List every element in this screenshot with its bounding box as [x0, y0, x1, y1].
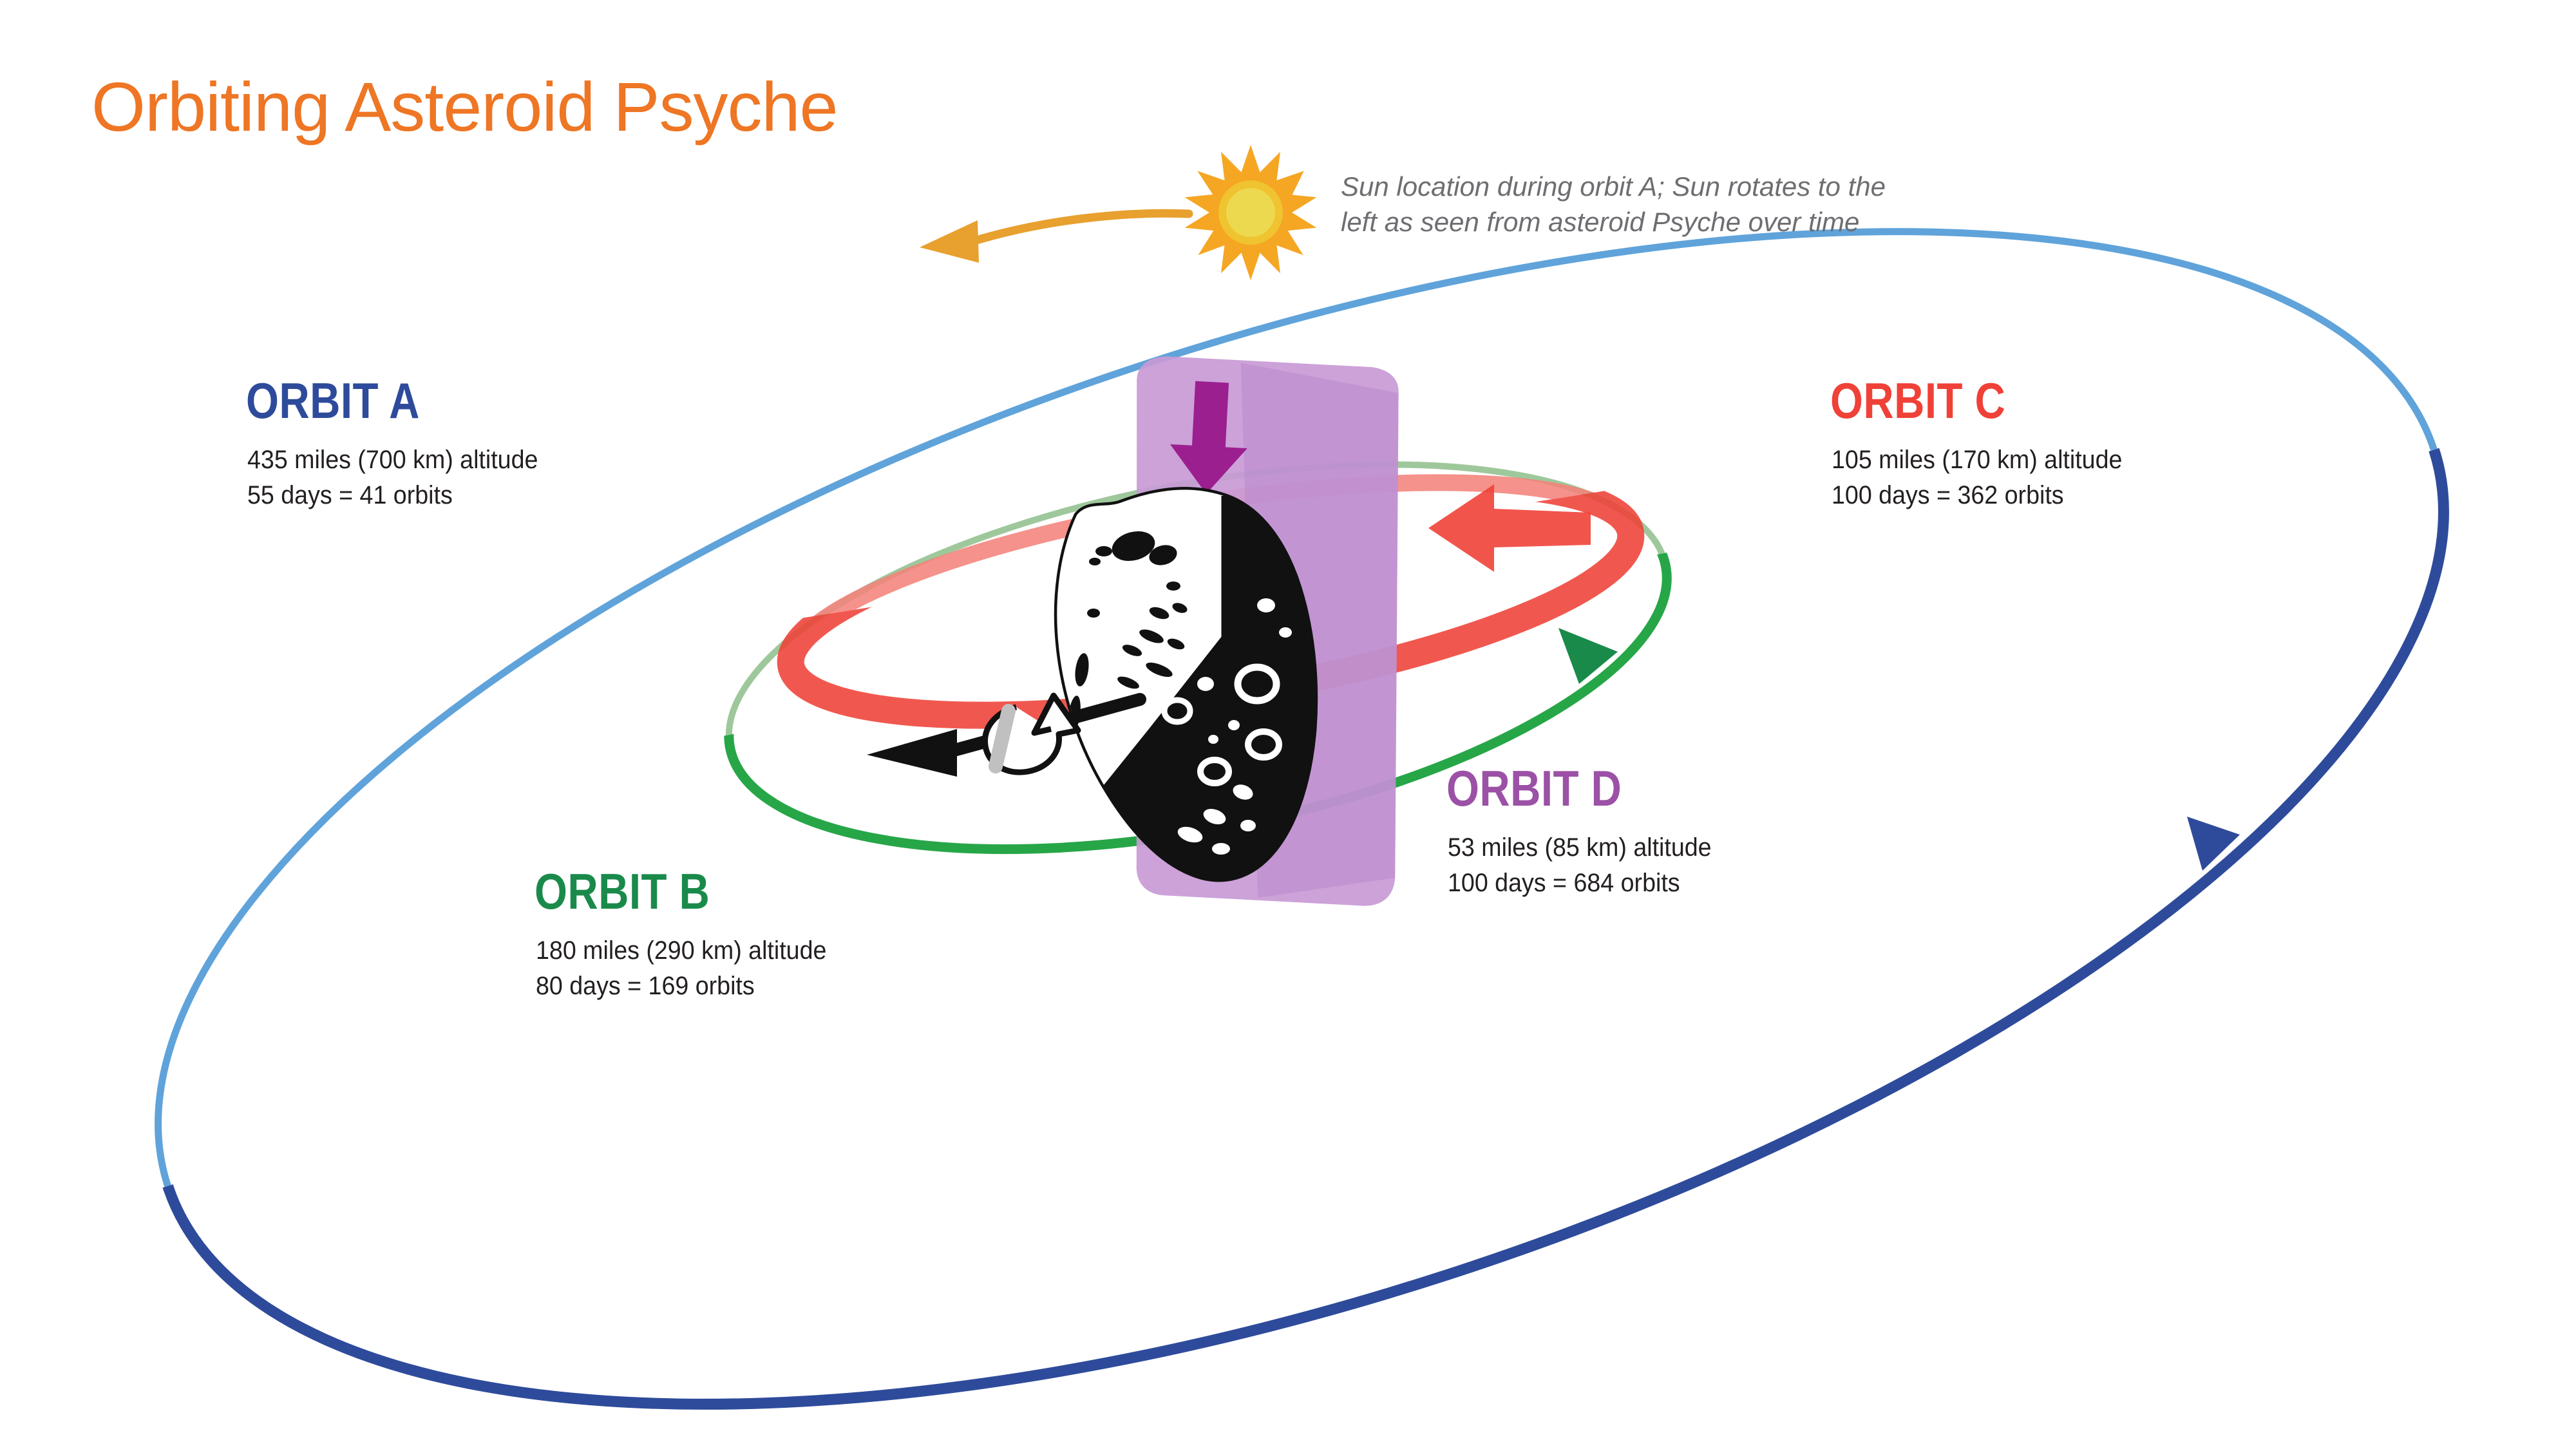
orbit-a-heading: ORBIT A [246, 372, 420, 429]
sun-caption-line-2: left as seen from asteroid Psyche over t… [1341, 207, 1860, 238]
orbit-c-direction-arrow [1428, 484, 1591, 572]
orbit-b-label-block: ORBIT B 180 miles (290 km) altitude 80 d… [535, 866, 845, 1004]
orbit-b-heading: ORBIT B [535, 863, 710, 920]
orbit-d-period: 100 days = 684 orbits [1448, 869, 1680, 898]
orbit-a-details: 435 miles (700 km) altitude 55 days = 41… [247, 442, 538, 513]
sun-caption: Sun location during orbit A; Sun rotates… [1341, 169, 1985, 240]
orbit-c-heading: ORBIT C [1830, 372, 2006, 429]
orbit-b-period: 80 days = 169 orbits [536, 972, 755, 1001]
spin-curl-icon [982, 692, 1081, 775]
orbit-d-direction-arrow [1170, 381, 1247, 494]
orbit-c-label-block: ORBIT C 105 miles (170 km) altitude 100 … [1830, 375, 2141, 513]
orbit-a-label-block: ORBIT A 435 miles (700 km) altitude 55 d… [246, 375, 556, 513]
orbit-b-direction-arrow [1558, 628, 1618, 684]
orbit-b-details: 180 miles (290 km) altitude 80 days = 16… [536, 933, 826, 1004]
orbit-d-label-block: ORBIT D 53 miles (85 km) altitude 100 da… [1446, 763, 1728, 901]
orbit-d-heading: ORBIT D [1446, 760, 1622, 817]
orbit-a-direction-arrow [2187, 817, 2240, 871]
sun-motion-arrow [920, 209, 1193, 263]
orbit-c-details: 105 miles (170 km) altitude 100 days = 3… [1832, 442, 2122, 513]
sun-icon [1184, 145, 1317, 280]
orbit-d-altitude: 53 miles (85 km) altitude [1448, 833, 1712, 862]
orbit-d-details: 53 miles (85 km) altitude 100 days = 684… [1448, 830, 1712, 901]
asteroid-psyche [1054, 487, 1318, 882]
sun-caption-line-1: Sun location during orbit A; Sun rotates… [1341, 171, 1886, 202]
orbit-c-period: 100 days = 362 orbits [1832, 481, 2064, 510]
orbit-a-altitude: 435 miles (700 km) altitude [247, 446, 538, 474]
orbit-a-period: 55 days = 41 orbits [247, 481, 453, 510]
orbit-c-altitude: 105 miles (170 km) altitude [1832, 446, 2123, 474]
page-title: Orbiting Asteroid Psyche [91, 68, 838, 146]
orbit-b-altitude: 180 miles (290 km) altitude [536, 936, 827, 965]
